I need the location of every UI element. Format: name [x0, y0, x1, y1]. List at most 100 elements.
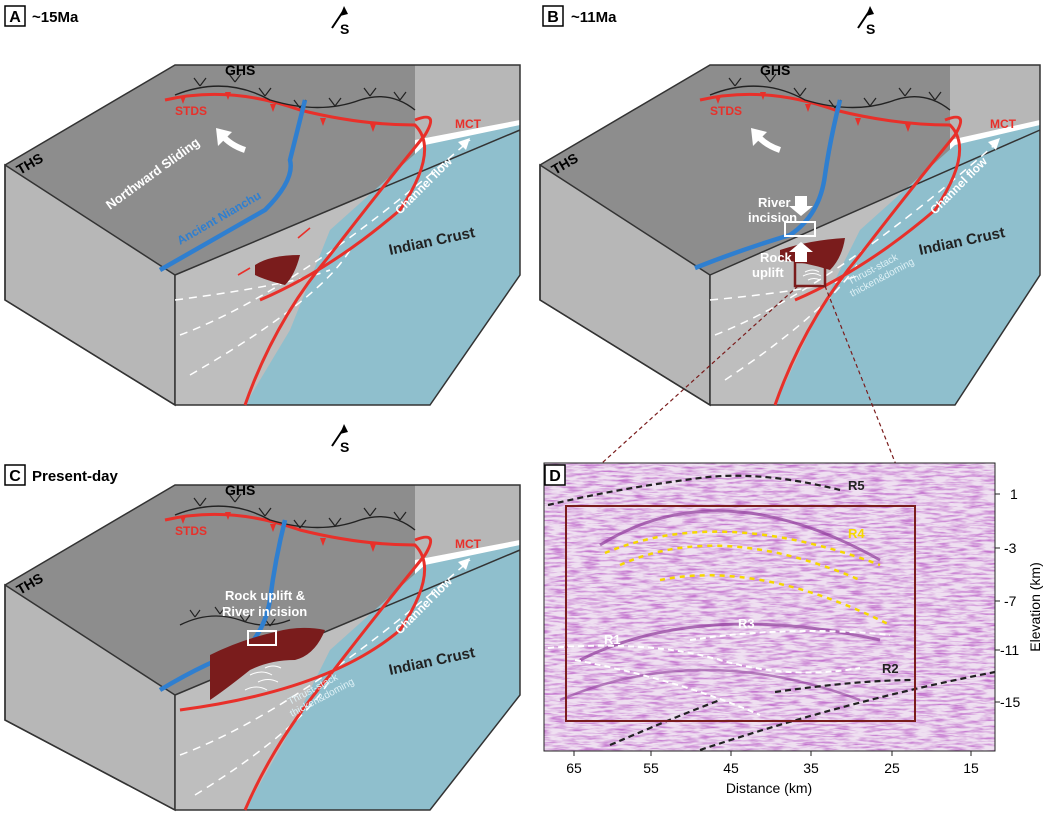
thrust-stack-lines — [244, 665, 282, 691]
stds-teeth — [715, 92, 911, 132]
north-label: S — [866, 21, 875, 37]
x-axis-label: Distance (km) — [726, 780, 812, 796]
north-label: S — [340, 439, 349, 455]
indian-crust-wedge — [245, 125, 520, 405]
north-arrow-head-icon — [340, 424, 348, 434]
stds-teeth — [180, 512, 376, 552]
panel-letter-box — [542, 5, 564, 27]
label-stds: STDS — [710, 104, 742, 118]
north-label: S — [340, 21, 349, 37]
stds-teeth — [180, 92, 376, 132]
panel-a-header: A ~15Ma — [4, 5, 79, 27]
label-mct: MCT — [455, 537, 482, 551]
y-tick: -7 — [1004, 593, 1017, 609]
reflector-r4 — [619, 544, 861, 582]
sliding-arrow-head-icon — [216, 128, 232, 146]
block-edge — [709, 129, 1041, 276]
channel-flow-line — [724, 259, 861, 381]
label-rock-uplift-1: Rock — [760, 250, 793, 265]
mct-fault — [243, 535, 433, 811]
panel-letter-box — [544, 464, 566, 486]
river-ancient-nianchu — [158, 99, 308, 272]
north-arrow: S — [331, 6, 349, 37]
mct-fault — [773, 115, 963, 406]
label-rock-uplift-2: uplift — [752, 265, 784, 280]
label-stds: STDS — [175, 524, 207, 538]
panel-a: A ~15Ma S — [4, 5, 521, 407]
block-top-right — [415, 485, 520, 560]
seismic-event — [599, 509, 881, 562]
block-top-right — [950, 65, 1040, 140]
y-tick: -15 — [1000, 694, 1020, 710]
sliding-arrow-head-icon — [751, 128, 767, 146]
panel-time: ~15Ma — [32, 9, 79, 26]
thrust-stack-lines — [802, 269, 822, 281]
channel-flow-arrow-icon — [458, 138, 470, 150]
dome-body — [255, 255, 300, 285]
river-nianchu — [694, 99, 843, 271]
x-tick: 25 — [884, 760, 900, 776]
y-axis: 1 -3 -7 -11 -15 Elevation (km) — [995, 486, 1043, 710]
x-tick: 45 — [723, 760, 739, 776]
mct-motion-arrow — [297, 227, 311, 239]
ghs-ridge-ticks — [193, 493, 407, 529]
channel-flow-line — [189, 249, 351, 376]
zoom-connector — [601, 285, 799, 464]
incision-arrow-icon — [789, 196, 813, 216]
label-ghs: GHS — [760, 62, 790, 78]
panel-letter: D — [549, 468, 561, 485]
local-ridge-ticks — [189, 606, 276, 627]
y-tick: -11 — [1000, 642, 1019, 658]
label-river-incision-1: River — [758, 195, 791, 210]
seismic-texture — [544, 463, 995, 751]
channel-flow-line — [709, 274, 861, 301]
reflector-lines — [547, 474, 995, 751]
local-ridge — [179, 615, 291, 626]
ghs-ridge — [174, 505, 416, 531]
mct-fault — [243, 115, 433, 406]
channel-flow-line — [714, 139, 1001, 336]
x-tick: 55 — [643, 760, 659, 776]
label-river-incision-2: incision — [748, 210, 797, 225]
channel-flow-line — [179, 139, 471, 336]
river-nianchu — [158, 519, 288, 692]
seismic-location-box — [793, 260, 827, 288]
zoom-window-box — [565, 505, 916, 722]
panel-letter: C — [9, 468, 21, 485]
indian-crust-wedge — [245, 545, 520, 810]
label-stds: STDS — [175, 104, 207, 118]
block-outline — [4, 64, 521, 406]
label-r4: R4 — [848, 526, 865, 541]
uplift-arrow-icon — [789, 242, 813, 262]
panel-letter: B — [547, 9, 559, 26]
reflector-r2 — [609, 698, 721, 747]
reflector-r1 — [574, 659, 761, 716]
north-arrow-head-icon — [866, 6, 874, 16]
panel-letter-box — [4, 5, 26, 27]
x-tick: 35 — [803, 760, 819, 776]
north-arrow: S — [857, 6, 875, 37]
channel-flow-arrow-icon — [988, 138, 1000, 150]
channel-flow-line — [179, 559, 471, 756]
panel-c: C Present-day S — [4, 424, 521, 812]
north-arrow-head-icon — [340, 6, 348, 16]
panel-letter-box — [4, 464, 26, 486]
block-outline — [539, 64, 1041, 406]
reflector-r4 — [604, 530, 881, 567]
y-tick: -3 — [1004, 540, 1017, 556]
indian-crust-wedge — [775, 125, 1040, 405]
reflector-r5 — [547, 474, 841, 507]
channel-flow-line — [174, 269, 331, 301]
label-ghs: GHS — [225, 482, 255, 498]
mct-motion-arrow — [237, 267, 251, 276]
block-outline — [4, 484, 521, 811]
label-uplift-incision-2: River incision — [222, 604, 307, 619]
label-r3: R3 — [738, 616, 755, 631]
label-mct: MCT — [455, 117, 482, 131]
reflector-r4 — [659, 574, 891, 627]
y-tick: 1 — [1010, 486, 1018, 502]
north-arrow: S — [331, 424, 349, 455]
panel-d: D R5 R4 R3 R1 R2 65 55 45 35 25 15 Dista… — [543, 462, 1043, 796]
dome-body — [210, 627, 325, 700]
